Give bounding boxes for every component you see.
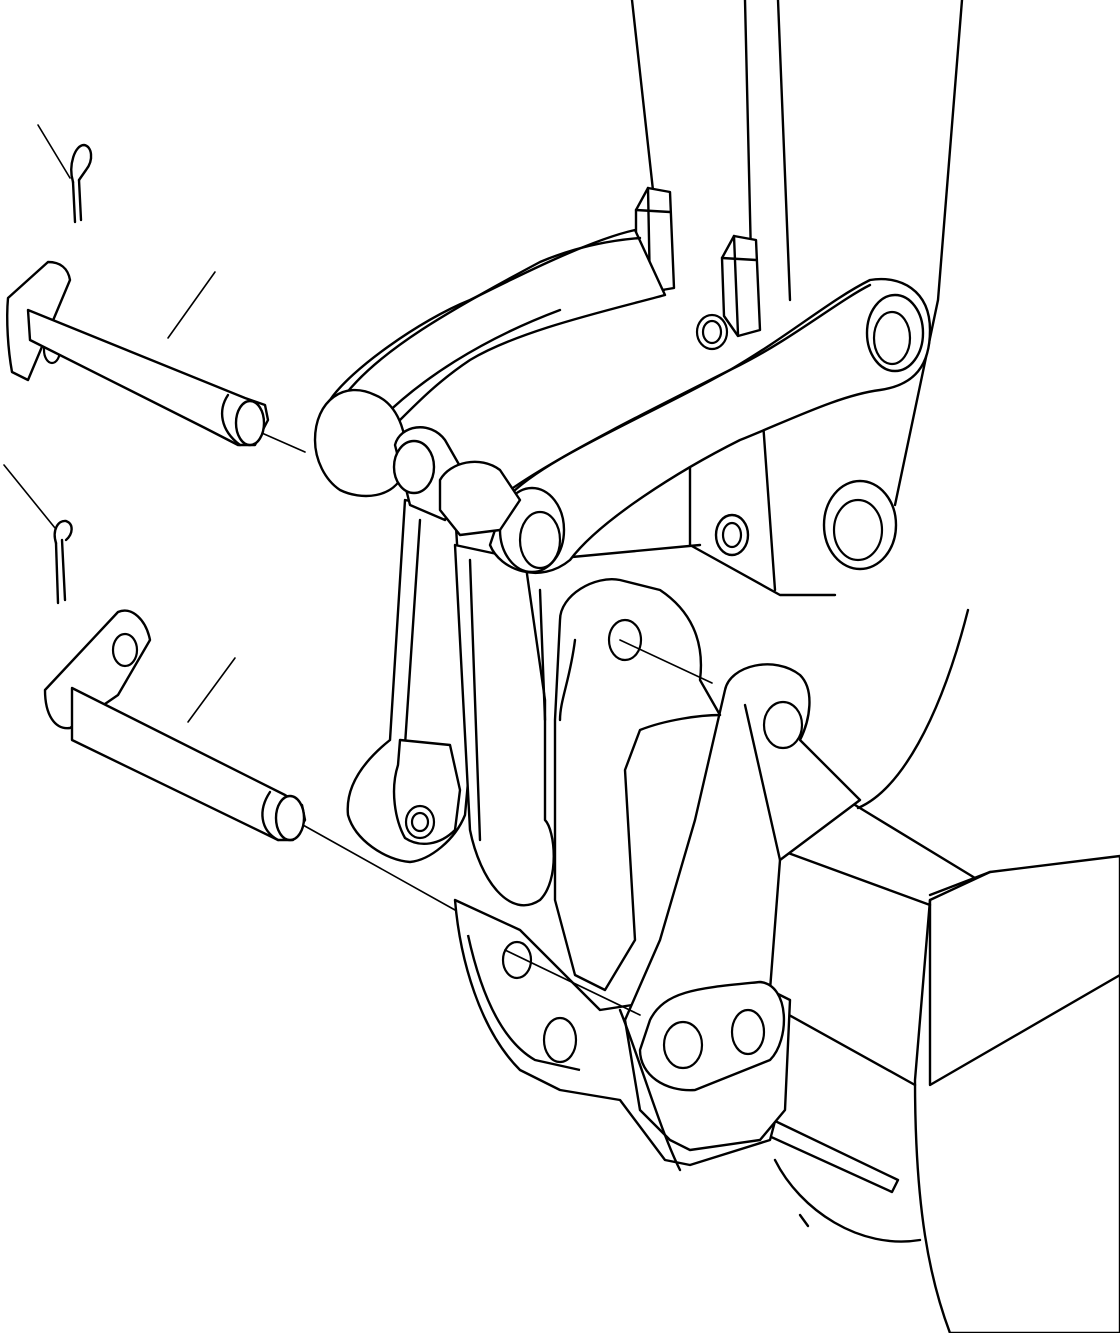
bucket-pin-lower <box>43 609 307 842</box>
pin-axis-lower-continued <box>504 949 641 1016</box>
side-link-left <box>346 498 472 864</box>
bucket-pin-upper <box>6 260 270 447</box>
bucket-plate <box>553 578 722 992</box>
link-plate-front <box>618 663 862 1172</box>
arm-stopper-right <box>720 234 762 338</box>
pin-axis-lower <box>293 819 456 911</box>
link-assembly-top <box>313 228 932 575</box>
pin-axis-upper-continued <box>619 639 713 684</box>
bucket <box>773 608 1120 1333</box>
cotter-pin-lower <box>3 464 73 605</box>
side-link-right <box>453 543 555 907</box>
cotter-pin-upper <box>37 124 93 224</box>
